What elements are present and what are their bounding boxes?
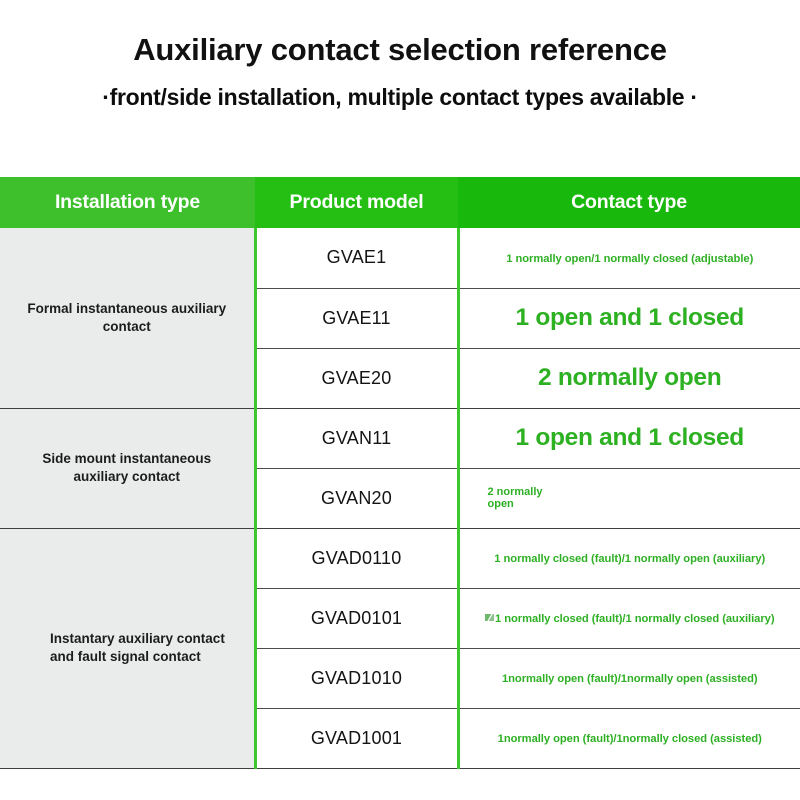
contact-type-cell: 1 normally closed (fault)/1 normally clo… <box>458 588 800 649</box>
contact-type-text: 1normally open (fault)/1normally closed … <box>497 733 762 745</box>
product-model-cell: GVAE20 <box>255 348 460 409</box>
table-row: Instantary auxiliary contact and fault s… <box>0 528 800 769</box>
table-header: Installation type Product model Contact … <box>0 177 800 228</box>
table-row: GVAD1010 1normally open (fault)/1normally… <box>0 648 800 709</box>
product-model-cell: GVAE1 <box>255 228 460 289</box>
product-model-cell: GVAD1001 <box>255 708 460 769</box>
installation-type-cell: Side mount instantaneous auxiliary conta… <box>0 408 257 529</box>
table-row: GVAD1001 1normally open (fault)/1normally… <box>0 708 800 769</box>
table-row: GVAE20 2 normally open <box>0 348 800 409</box>
contact-type-text: 1normally open (fault)/1normally open (a… <box>501 673 758 685</box>
column-header-contact-type: Contact type <box>458 177 800 228</box>
spec-table: Installation type Product model Contact … <box>0 177 800 769</box>
table-row: Side mount instantaneous auxiliary conta… <box>0 408 800 529</box>
contact-type-cell: 1 normally closed (fault)/1 normally ope… <box>458 528 800 589</box>
product-model-cell: GVAD0110 <box>255 528 460 589</box>
table-row: GVAD0101 1 normally closed (fault)/1 norm… <box>0 588 800 649</box>
contact-type-cell: 2 normally open <box>458 348 800 409</box>
installation-type-cell: Formal instantaneous auxiliary contact <box>0 228 257 409</box>
page-subtitle: ·front/side installation, multiple conta… <box>102 83 698 110</box>
product-model-cell: GVAN20 <box>255 468 460 529</box>
contact-type-text: 2 normally open <box>538 363 722 391</box>
product-model-cell: GVAD1010 <box>255 648 460 709</box>
artifact-smudge-icon <box>484 614 494 621</box>
header-row: Installation type Product model Contact … <box>0 177 800 228</box>
contact-type-text: 1 normally closed (fault)/1 normally clo… <box>494 613 775 625</box>
title-block: Auxiliary contact selection reference ·f… <box>0 0 800 111</box>
contact-type-text: 1 open and 1 closed <box>515 303 745 331</box>
page-title: Auxiliary contact selection reference <box>133 32 667 67</box>
contact-type-text: 2 normally open <box>487 485 543 510</box>
column-header-installation-type: Installation type <box>0 177 255 228</box>
contact-type-cell: 1normally open (fault)/1normally open (a… <box>458 648 800 709</box>
product-model-cell: GVAD0101 <box>255 588 460 649</box>
contact-type-cell: 1 open and 1 closed <box>458 288 800 349</box>
contact-type-text: 1 normally closed (fault)/1 normally ope… <box>494 553 766 565</box>
contact-type-cell: 1 normally open/1 normally closed (adjus… <box>458 228 800 289</box>
table-row: GVAN20 2 normally open <box>0 468 800 529</box>
spec-table-wrapper: Installation type Product model Contact … <box>0 177 800 769</box>
column-header-product-model: Product model <box>255 177 458 228</box>
product-model-cell: GVAN11 <box>255 408 460 469</box>
product-model-cell: GVAE11 <box>255 288 460 349</box>
installation-type-cell: Instantary auxiliary contact and fault s… <box>0 528 257 769</box>
contact-type-text: 1 open and 1 closed <box>515 423 745 451</box>
contact-type-cell: 2 normally open <box>458 468 800 529</box>
table-row: GVAE11 1 open and 1 closed <box>0 288 800 349</box>
contact-type-cell: 1 open and 1 closed <box>458 408 800 469</box>
contact-type-text: 1 normally open/1 normally closed (adjus… <box>506 252 754 265</box>
contact-type-cell: 1normally open (fault)/1normally closed … <box>458 708 800 769</box>
